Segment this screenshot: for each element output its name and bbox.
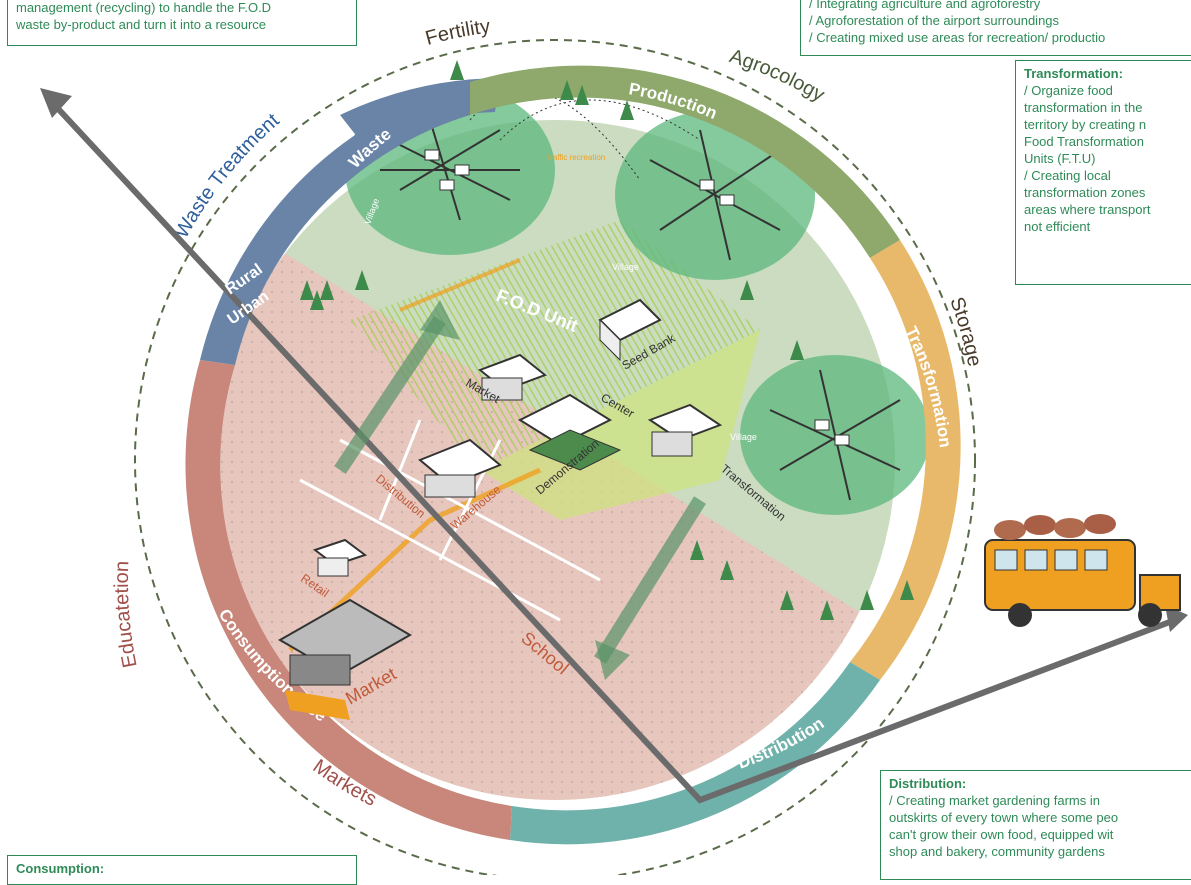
note-line: / Organize food — [1024, 83, 1113, 98]
note-line: territory by creating n — [1024, 117, 1147, 132]
note-line: waste by-product and turn it into a reso… — [16, 17, 267, 32]
note-line: areas where transport — [1024, 202, 1151, 217]
village-label: Village — [612, 262, 639, 272]
note-line: / Creating mixed use areas for recreatio… — [809, 30, 1106, 45]
note-distribution: Distribution: / Creating market gardenin… — [880, 770, 1191, 880]
connection-arcs — [469, 90, 701, 181]
note-line: not efficient — [1024, 219, 1091, 234]
outer-label-educatetion: Educatetion — [111, 561, 142, 670]
ring-segment-transformation — [850, 240, 961, 680]
note-line: / Creating local — [1024, 168, 1111, 183]
building-market-center — [478, 353, 547, 401]
outer-label-fertility: Fertility — [423, 15, 491, 49]
note-line: transformation in the — [1024, 100, 1143, 115]
note-line: / Creating market gardening farms in — [889, 793, 1100, 808]
note-line: transformation zones — [1024, 185, 1146, 200]
traffic-recreation-label: traffic recreation — [548, 153, 605, 162]
village-right: Village — [730, 355, 930, 515]
building-transformation — [647, 403, 723, 457]
ring-segment-distribution — [510, 662, 880, 845]
building-warehouse — [418, 438, 502, 498]
ring-segment-consumption — [185, 360, 512, 840]
note-consumption: Consumption: — [7, 855, 357, 885]
note-transformation: Transformation: / Organize food transfor… — [1015, 60, 1191, 285]
main-disc — [215, 120, 895, 800]
note-line: shop and bakery, community gardens — [889, 844, 1105, 859]
outer-label-storage: Storage — [945, 294, 985, 368]
note-title: Consumption: — [16, 861, 105, 876]
note-title: Transformation: — [1024, 66, 1123, 81]
building-seed-bank — [598, 298, 662, 362]
note-line: can't grow their own food, equipped wit — [889, 827, 1114, 842]
note-line: Food Transformation — [1024, 134, 1144, 149]
note-production-top: / Integrating agriculture and agroforest… — [800, 0, 1191, 56]
inner-ring — [185, 65, 961, 845]
green-arrows — [334, 300, 706, 680]
building-demonstration-center — [517, 393, 622, 471]
note-line: outskirts of every town where some peo — [889, 810, 1119, 825]
note-line: / Agroforestation of the airport surroun… — [809, 13, 1060, 28]
note-line: / Integrating agriculture and agroforest… — [809, 0, 1041, 11]
main-flow-arrow — [40, 88, 1188, 804]
building-retail — [312, 538, 368, 577]
note-waste-top: management (recycling) to handle the F.O… — [7, 0, 357, 46]
ring-segment-production — [470, 65, 900, 258]
note-line: management (recycling) to handle the F.O… — [16, 0, 272, 15]
school-bus-illustration — [984, 514, 1181, 627]
note-line: Units (F.T.U) — [1024, 151, 1096, 166]
tree-clusters — [300, 60, 914, 620]
village-label: Village — [730, 432, 757, 442]
note-title: Distribution: — [889, 776, 967, 791]
building-market-bottom — [278, 598, 412, 720]
ring-segment-waste — [200, 82, 470, 365]
village-top-right: Village — [612, 110, 815, 280]
